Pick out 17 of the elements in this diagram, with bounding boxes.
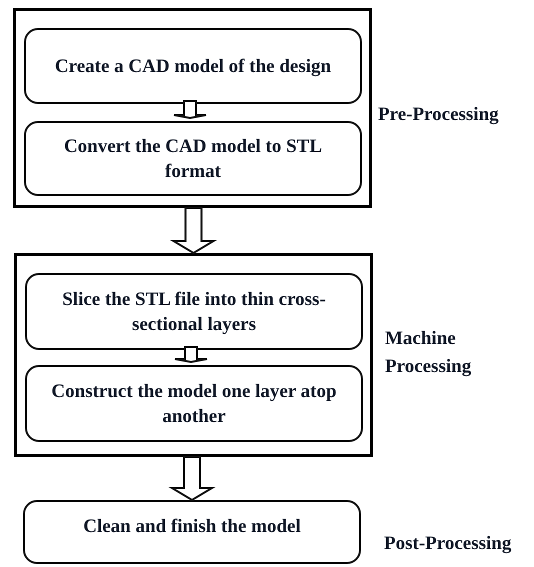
stage-label: Machine Processing [385, 327, 472, 379]
step-text: Convert the CAD model to STL format [62, 134, 324, 184]
step-text: Slice the STL file into thin cross-sectional layers [61, 288, 327, 336]
process-box [25, 365, 363, 442]
block-arrow [168, 456, 216, 502]
block-arrow [174, 346, 208, 364]
step-text: Create a CAD model of the design [54, 54, 332, 78]
process-box [23, 500, 361, 564]
process-box [24, 28, 362, 104]
process-box [25, 273, 363, 350]
stage-label: Pre-Processing [378, 103, 500, 127]
block-arrow [173, 100, 207, 120]
stage-label: Post-Processing [384, 532, 512, 556]
step-text: Construct the model one layer atop another [50, 380, 338, 428]
process-box [24, 121, 362, 196]
step-text: Clean and finish the model [83, 515, 301, 539]
block-arrow [170, 207, 218, 254]
